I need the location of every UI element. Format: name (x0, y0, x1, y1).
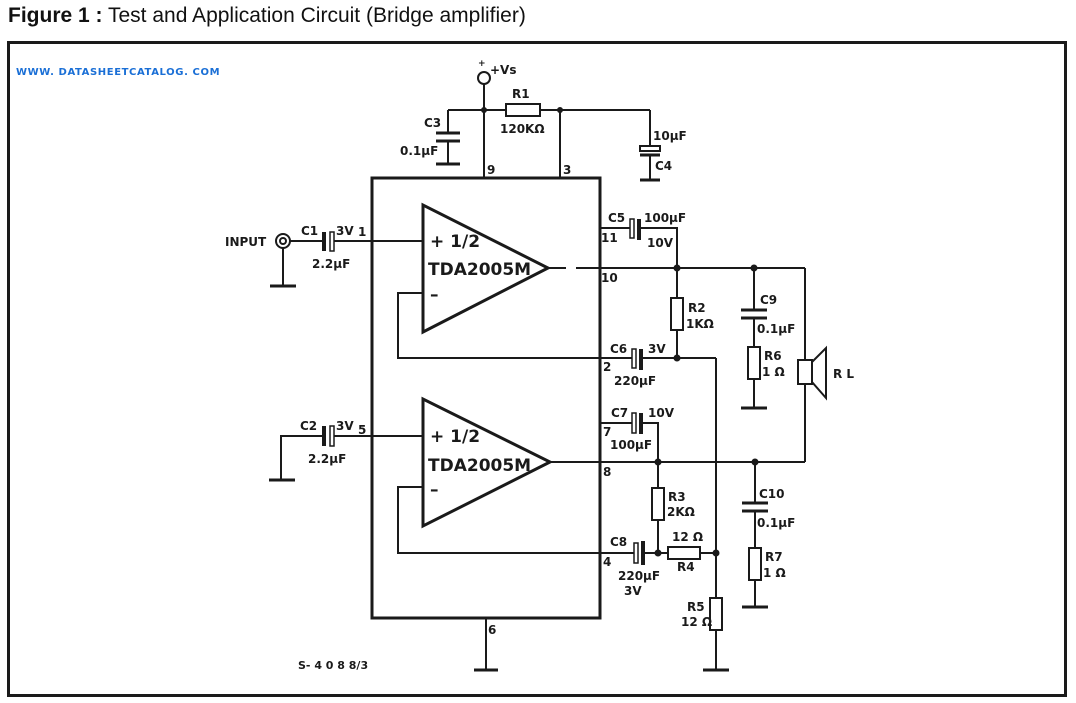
svg-text:10µF: 10µF (653, 129, 687, 143)
svg-text:0.1µF: 0.1µF (757, 516, 795, 530)
svg-text:R2: R2 (688, 301, 706, 315)
capacitor-c2: C2 3V 2.2µF (269, 419, 372, 482)
svg-text:+ 1/2: + 1/2 (430, 427, 480, 447)
drawing-code: S- 4 0 8 8/3 (298, 659, 368, 672)
resistor-r3: R3 2KΩ (651, 462, 695, 552)
svg-text:C10: C10 (759, 487, 785, 501)
svg-text:+: + (478, 59, 486, 69)
svg-text:C8: C8 (610, 535, 627, 549)
capacitor-c9: C9 0.1µF (741, 268, 795, 347)
svg-text:R1: R1 (512, 87, 530, 101)
pin-2: 2 (603, 360, 611, 374)
svg-text:C2: C2 (300, 419, 317, 433)
pin-4: 4 (603, 555, 611, 569)
top-rail (448, 107, 650, 178)
supply-terminal: + +Vs (477, 59, 516, 110)
speaker-rl: R L (797, 345, 854, 462)
svg-text:220µF: 220µF (614, 374, 656, 388)
figure-caption: Test and Application Circuit (Bridge amp… (108, 4, 526, 27)
svg-text:0.1µF: 0.1µF (400, 144, 438, 158)
resistor-r4: 12 Ω R4 (667, 530, 720, 574)
supply-label: +Vs (490, 63, 516, 77)
ground-pin6 (474, 618, 498, 672)
pin-7: 7 (603, 425, 611, 439)
pin-10: 10 (601, 271, 618, 285)
svg-text:220µF: 220µF (618, 569, 660, 583)
output-rail-bottom (600, 458, 805, 466)
svg-text:2.2µF: 2.2µF (312, 257, 350, 271)
svg-text:R5: R5 (687, 600, 705, 614)
svg-text:120KΩ: 120KΩ (500, 122, 545, 136)
svg-text:3V: 3V (336, 419, 354, 433)
pin-1: 1 (358, 225, 366, 239)
capacitor-c3: C3 0.1µF (400, 110, 460, 166)
svg-text:2KΩ: 2KΩ (667, 505, 695, 519)
svg-text:R4: R4 (677, 560, 695, 574)
pin-9: 9 (487, 163, 495, 177)
resistor-r2: R2 1KΩ (670, 268, 714, 358)
amplifier-bottom: + 1/2 TDA2005M – (372, 396, 600, 554)
svg-text:3V: 3V (624, 584, 642, 598)
resistor-r1: R1 120KΩ (500, 87, 545, 136)
svg-text:C5: C5 (608, 211, 625, 225)
svg-text:10V: 10V (647, 236, 674, 250)
capacitor-c1: C1 3V 2.2µF (290, 224, 372, 271)
svg-text:100µF: 100µF (644, 211, 686, 225)
svg-text:C1: C1 (301, 224, 318, 238)
capacitor-c4: 10µF C4 (639, 110, 687, 182)
svg-text:+ 1/2: + 1/2 (430, 232, 480, 252)
svg-text:TDA2005M: TDA2005M (428, 260, 531, 280)
svg-text:C4: C4 (655, 159, 672, 173)
ic-package: 9 3 6 1 5 11 10 2 7 8 4 (358, 163, 618, 637)
resistor-r6: R6 1 Ω (741, 346, 785, 410)
svg-text:2.2µF: 2.2µF (308, 452, 346, 466)
figure-number: Figure 1 (8, 4, 90, 27)
svg-text:10V: 10V (648, 406, 675, 420)
svg-text:C6: C6 (610, 342, 627, 356)
svg-text:R7: R7 (765, 550, 783, 564)
svg-text:R3: R3 (668, 490, 686, 504)
capacitor-c7: C7 10V 100µF (600, 406, 675, 462)
input-label: INPUT (225, 235, 267, 249)
svg-text:1 Ω: 1 Ω (763, 566, 786, 580)
svg-text:–: – (430, 480, 439, 500)
resistor-r5: R5 12 Ω (681, 597, 729, 672)
pin-8: 8 (603, 465, 611, 479)
capacitor-c6: C6 3V 220µF (600, 342, 717, 598)
svg-text:C9: C9 (760, 293, 777, 307)
svg-text:–: – (430, 285, 439, 305)
pin-6: 6 (488, 623, 496, 637)
svg-text:TDA2005M: TDA2005M (428, 456, 531, 476)
schematic-frame (7, 41, 1067, 697)
svg-text:3V: 3V (336, 224, 354, 238)
capacitor-c10: C10 0.1µF (742, 462, 795, 548)
svg-text:12 Ω: 12 Ω (681, 615, 712, 629)
capacitor-c8: C8 220µF 3V (600, 535, 668, 598)
svg-text:1KΩ: 1KΩ (686, 317, 714, 331)
figure-title: Figure 1 : Test and Application Circuit … (8, 4, 526, 28)
svg-text:0.1µF: 0.1µF (757, 322, 795, 336)
input-connector[interactable]: INPUT (225, 233, 296, 288)
resistor-r7: R7 1 Ω (742, 547, 786, 609)
pin-11: 11 (601, 231, 618, 245)
svg-text:C7: C7 (611, 406, 628, 420)
svg-text:R6: R6 (764, 349, 782, 363)
svg-text:C3: C3 (424, 116, 441, 130)
svg-text:1 Ω: 1 Ω (762, 365, 785, 379)
amplifier-top: + 1/2 TDA2005M – (372, 202, 600, 359)
figure-separator: : (95, 4, 103, 27)
pin-3: 3 (563, 163, 571, 177)
capacitor-c5: C5 100µF 10V (600, 211, 686, 268)
watermark-link[interactable]: WWW. DATASHEETCATALOG. COM (16, 67, 221, 78)
load-label: R L (833, 367, 854, 381)
svg-text:3V: 3V (648, 342, 666, 356)
svg-text:12 Ω: 12 Ω (672, 530, 703, 544)
svg-text:100µF: 100µF (610, 438, 652, 452)
pin-5: 5 (358, 423, 366, 437)
